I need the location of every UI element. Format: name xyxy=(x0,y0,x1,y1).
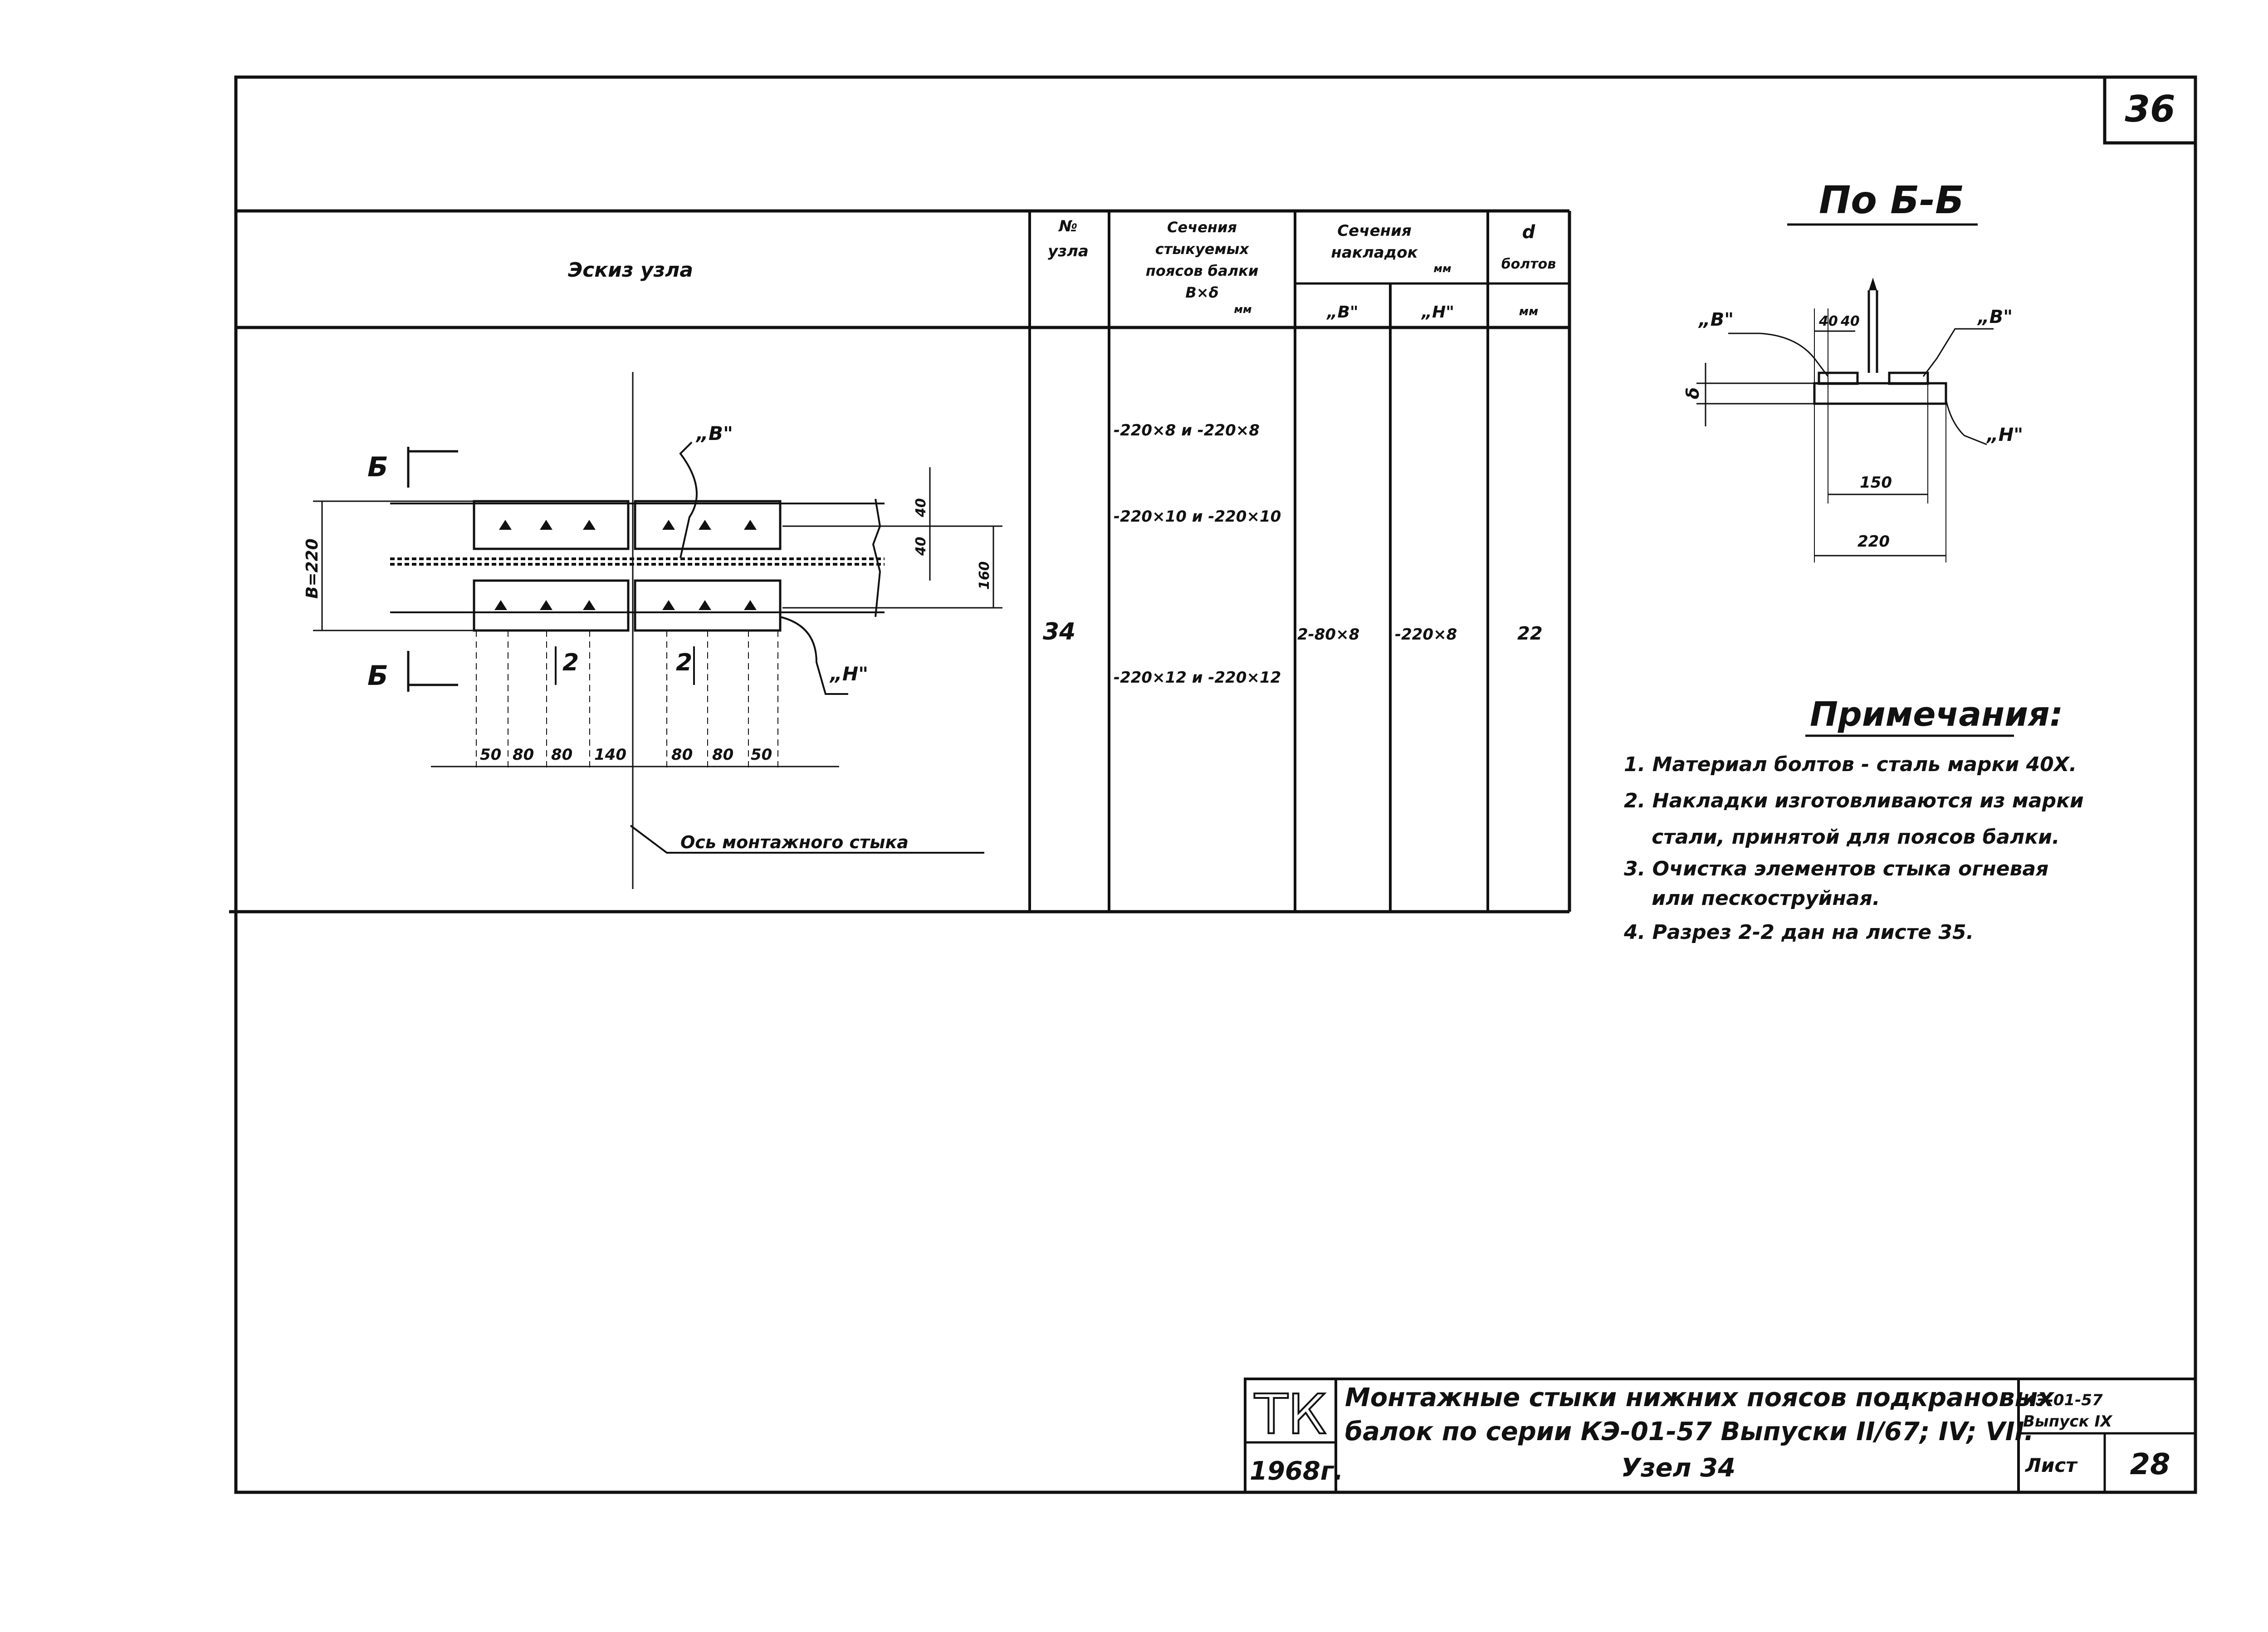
sheet-frame xyxy=(234,75,2197,1494)
row-joint-1: -220×8 и -220×8 xyxy=(1114,421,1260,440)
note-2: 2. Накладки изготовливаются из марки xyxy=(1624,789,2084,812)
notes-title: Примечания: xyxy=(1810,695,2063,734)
row-joint-2: -220×10 и -220×10 xyxy=(1114,508,1281,526)
title-line-2: балок по серии КЭ-01-57 Выпуски II/67; I… xyxy=(1345,1417,2034,1446)
header-plate-h: „Н" xyxy=(1421,303,1454,322)
header-node-no-2: узла xyxy=(1048,242,1089,260)
sketch-section-2b: 2 xyxy=(676,649,692,676)
header-joint-4: В×δ xyxy=(1185,284,1218,301)
sketch-dim-40b: 40 xyxy=(913,537,929,556)
sketch-dim-80a: 80 xyxy=(513,746,534,764)
header-node-no-1: № xyxy=(1058,217,1078,235)
title-year: 1968г. xyxy=(1250,1456,1343,1486)
page-number: 36 xyxy=(2125,88,2175,130)
sketch-width-label: В=220 xyxy=(303,538,322,599)
header-sketch: Эскиз узла xyxy=(568,259,693,282)
title-block xyxy=(1244,1378,2197,1494)
header-joint-3: поясов балки xyxy=(1146,262,1259,279)
header-bolt-d-1: d xyxy=(1522,222,1535,243)
section-b-right: „В" xyxy=(1977,307,2013,327)
sketch-b-top: Б xyxy=(367,451,388,483)
header-plates-1: Сечения xyxy=(1337,222,1412,240)
title-line-1: Монтажные стыки нижних поясов подкрановы… xyxy=(1345,1383,2055,1412)
section-b-left: „В" xyxy=(1698,309,1734,330)
note-1: 1. Материал болтов - сталь марки 40Х. xyxy=(1624,753,2077,776)
section-title: По Б-Б xyxy=(1819,178,1964,222)
section-dim-40a: 40 xyxy=(1818,313,1838,329)
sketch-section-2a: 2 xyxy=(562,649,579,676)
section-dim-220: 220 xyxy=(1857,533,1890,551)
logo: ТК xyxy=(1254,1383,1327,1446)
node-sketch xyxy=(313,372,1002,889)
sketch-dim-140: 140 xyxy=(594,746,626,764)
title-line-3: Узел 34 xyxy=(1621,1453,1735,1483)
row-joint-3: -220×12 и -220×12 xyxy=(1114,669,1281,687)
sketch-axis-label: Ось монтажного стыка xyxy=(680,832,909,852)
section-h: „Н" xyxy=(1986,425,2023,445)
sketch-dim-40a: 40 xyxy=(913,498,929,518)
title-sheet-no: 28 xyxy=(2130,1448,2170,1481)
note-4: 4. Разрез 2-2 дан на листе 35. xyxy=(1623,921,1974,944)
row-plate-b: 2-80×8 xyxy=(1297,625,1359,644)
node-table xyxy=(229,209,1571,914)
sketch-b-bottom: Б xyxy=(367,660,388,692)
header-plates-3: мм xyxy=(1433,262,1451,275)
page-number-box xyxy=(2103,75,2197,145)
bolt-marks xyxy=(494,520,757,610)
header-joint-2: стыкуемых xyxy=(1155,240,1250,258)
header-joint-1: Сечения xyxy=(1167,219,1237,236)
note-2b: стали, принятой для поясов балки. xyxy=(1624,826,2060,849)
sketch-dim-50b: 50 xyxy=(751,746,772,764)
section-view xyxy=(1696,278,1994,562)
header-bolt-d-3: мм xyxy=(1519,305,1539,318)
header-bolt-d-2: болтов xyxy=(1501,256,1556,272)
sketch-plate-b: „В" xyxy=(695,422,733,445)
section-dim-150: 150 xyxy=(1860,474,1892,492)
sketch-dim-50a: 50 xyxy=(480,746,501,764)
sketch-dim-80c: 80 xyxy=(671,746,693,764)
row-bolt-d: 22 xyxy=(1517,623,1543,644)
note-3b: или пескоструйная. xyxy=(1624,887,1880,910)
header-joint-5: мм xyxy=(1234,303,1251,316)
sketch-plate-h: „Н" xyxy=(829,663,868,685)
header-plate-b: „В" xyxy=(1326,303,1358,322)
sketch-dim-80d: 80 xyxy=(712,746,733,764)
section-delta: δ xyxy=(1683,387,1703,399)
sketch-dim-160: 160 xyxy=(977,561,992,590)
header-plates-2: накладок xyxy=(1331,244,1418,262)
title-sheet-label: Лист xyxy=(2024,1454,2078,1476)
sketch-dim-80b: 80 xyxy=(551,746,572,764)
row-plate-h: -220×8 xyxy=(1395,625,1457,644)
title-series: КЭ-01-57 xyxy=(2023,1391,2103,1409)
row-node-no: 34 xyxy=(1043,618,1075,645)
title-issue: Выпуск IX xyxy=(2023,1412,2113,1431)
note-3: 3. Очистка элементов стыка огневая xyxy=(1624,857,2048,880)
section-dim-40b: 40 xyxy=(1840,313,1860,329)
